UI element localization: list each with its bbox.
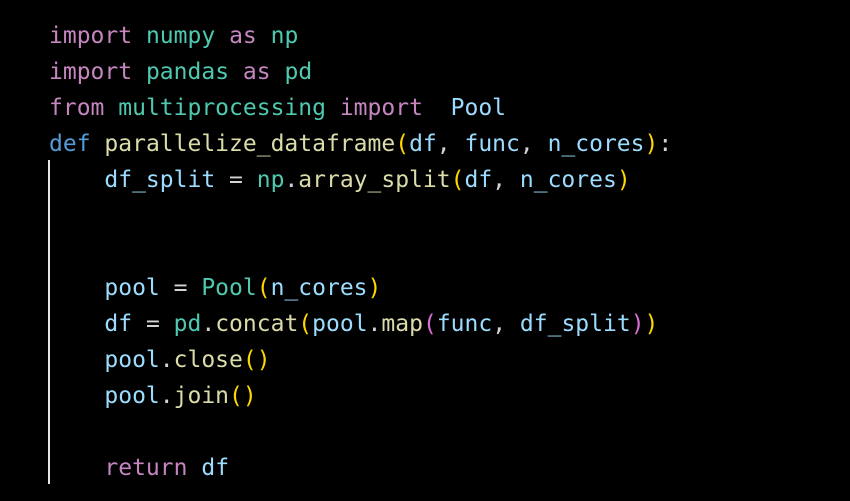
code-token-keyword: import xyxy=(49,23,133,49)
code-token-variable: df xyxy=(104,311,133,337)
code-token-keyword: import xyxy=(49,59,133,85)
code-token-plain xyxy=(257,23,271,49)
code-token-paren: ) xyxy=(616,167,631,193)
code-line: pool.join() xyxy=(49,378,672,414)
code-token-plain xyxy=(271,59,285,85)
code-token-variable: func xyxy=(436,311,493,337)
indent-guide xyxy=(48,160,50,484)
code-token-variable: pool xyxy=(312,311,368,337)
code-token-plain xyxy=(326,95,340,121)
code-token-plain xyxy=(215,23,229,49)
code-token-plain: : xyxy=(658,131,673,157)
code-token-module: pd xyxy=(284,59,313,85)
code-line: import pandas as pd xyxy=(49,54,672,90)
code-line: import numpy as np xyxy=(49,18,672,54)
code-token-variable: n_cores xyxy=(519,167,617,193)
code-token-variable: func xyxy=(464,131,520,157)
code-token-plain: , xyxy=(492,167,520,193)
code-token-plain: = xyxy=(159,275,202,301)
code-token-variable: n_cores xyxy=(547,131,645,157)
code-token-plain: , xyxy=(436,131,465,157)
code-token-plain xyxy=(187,455,201,481)
code-token-variable: pool xyxy=(104,347,160,373)
code-line xyxy=(49,234,672,270)
code-line: df_split = np.array_split(df, n_cores) xyxy=(49,162,672,198)
code-token-function-name: array_split xyxy=(298,167,451,193)
code-line: from multiprocessing import Pool xyxy=(49,90,672,126)
code-line: def parallelize_dataframe(df, func, n_co… xyxy=(49,126,672,162)
code-token-paren: ( xyxy=(395,131,410,157)
code-line: pool.close() xyxy=(49,342,672,378)
code-line: return df xyxy=(49,450,672,486)
code-token-plain xyxy=(49,275,104,301)
code-token-paren: ( xyxy=(298,311,313,337)
code-token-plain: . xyxy=(284,167,299,193)
code-token-plain: , xyxy=(492,311,520,337)
code-line: df = pd.concat(pool.map(func, df_split)) xyxy=(49,306,672,342)
code-token-function-name: parallelize_dataframe xyxy=(104,131,396,157)
code-token-variable: df xyxy=(409,131,437,157)
code-token-paren: ) xyxy=(367,275,382,301)
code-token-paren: ) xyxy=(644,131,659,157)
code-token-paren: ) xyxy=(644,311,659,337)
code-token-function-name: join xyxy=(173,383,230,409)
code-token-plain xyxy=(49,455,104,481)
code-line: pool = Pool(n_cores) xyxy=(49,270,672,306)
code-token-plain xyxy=(104,95,118,121)
code-token-module: np xyxy=(270,23,299,49)
code-token-paren-nested: ( xyxy=(422,311,437,337)
code-token-plain xyxy=(49,347,104,373)
code-token-variable: df_split xyxy=(519,311,631,337)
code-token-paren-nested: ) xyxy=(630,311,645,337)
code-token-module: pandas xyxy=(145,59,230,85)
code-token-plain xyxy=(49,383,104,409)
code-token-plain xyxy=(132,59,146,85)
code-line xyxy=(49,414,672,450)
code-token-plain: . xyxy=(159,383,174,409)
code-token-paren: () xyxy=(229,383,257,409)
code-token-plain xyxy=(423,95,451,121)
code-token-module: pd xyxy=(173,311,202,337)
code-token-paren: ( xyxy=(256,275,271,301)
code-token-paren: () xyxy=(242,347,271,373)
code-token-variable: df_split xyxy=(104,167,216,193)
code-token-plain xyxy=(91,131,105,157)
code-token-keyword: as xyxy=(229,23,257,49)
code-token-module: numpy xyxy=(145,23,216,49)
code-token-paren: ( xyxy=(450,167,465,193)
code-line xyxy=(49,198,672,234)
code-token-plain: , xyxy=(519,131,548,157)
code-token-variable: n_cores xyxy=(270,275,368,301)
code-token-plain: . xyxy=(159,347,174,373)
code-token-function-name: close xyxy=(173,347,243,373)
code-token-function-name: concat xyxy=(215,311,299,337)
code-token-keyword: from xyxy=(49,95,105,121)
code-token-plain xyxy=(132,23,146,49)
code-token-plain: = xyxy=(132,311,174,337)
code-token-plain: . xyxy=(367,311,382,337)
code-token-module: multiprocessing xyxy=(118,95,326,121)
code-token-function-name: map xyxy=(381,311,423,337)
code-token-def-keyword: def xyxy=(49,131,91,157)
code-token-variable: df xyxy=(464,167,493,193)
code-token-module: Pool xyxy=(201,275,257,301)
code-token-keyword: import xyxy=(339,95,423,121)
code-token-plain xyxy=(49,311,104,337)
code-token-plain xyxy=(49,167,104,193)
code-token-module: np xyxy=(256,167,285,193)
code-token-plain: . xyxy=(201,311,216,337)
code-token-plain xyxy=(229,59,243,85)
code-token-keyword: return xyxy=(104,455,188,481)
code-token-plain: = xyxy=(215,167,257,193)
code-token-variable: pool xyxy=(104,275,160,301)
code-token-variable: df xyxy=(201,455,230,481)
code-token-keyword: as xyxy=(242,59,271,85)
code-token-variable: pool xyxy=(104,383,160,409)
code-token-class-name: Pool xyxy=(450,95,507,121)
